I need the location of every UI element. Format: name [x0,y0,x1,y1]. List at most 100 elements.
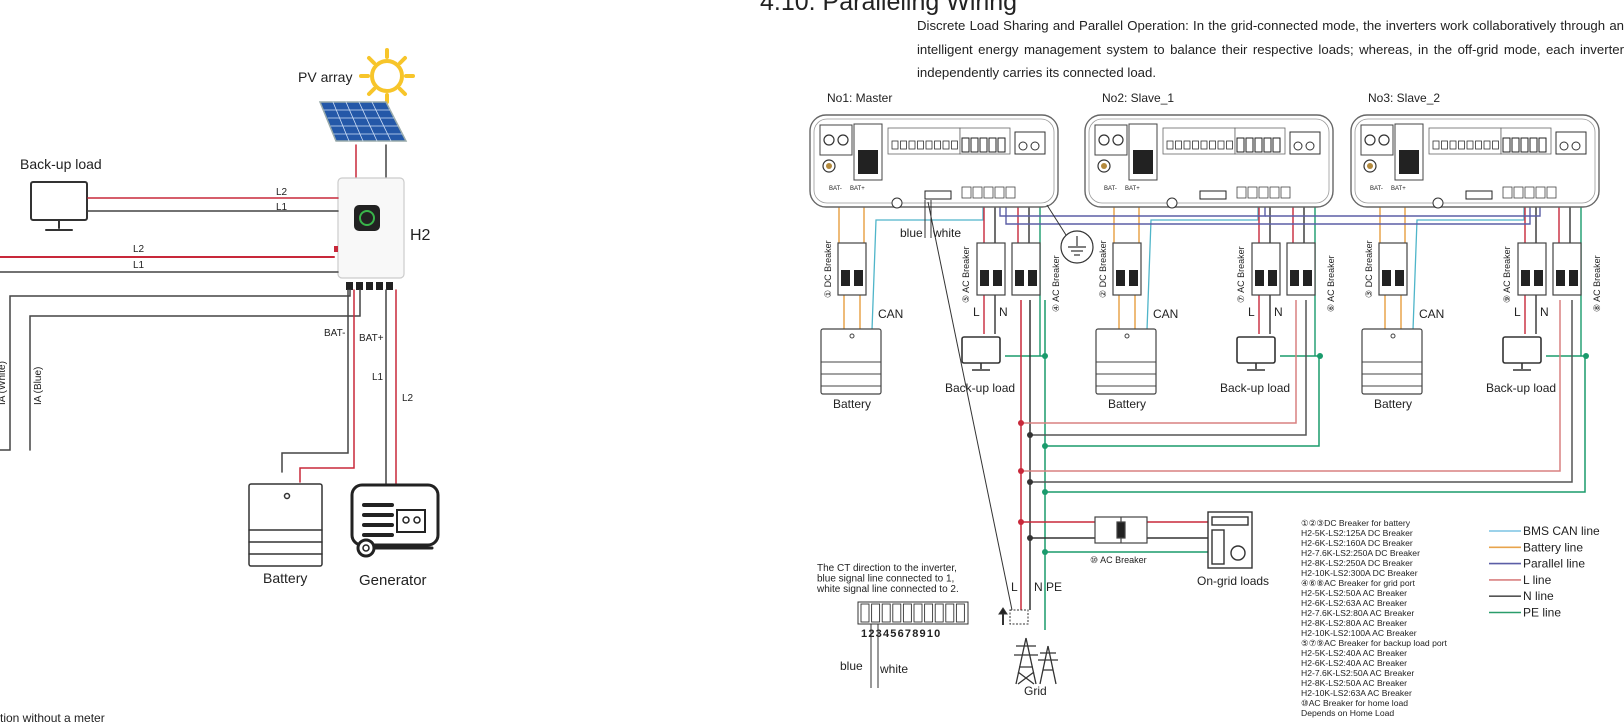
breaker-spec-line: H2-5K-LS2:40A AC Breaker [1301,648,1407,658]
solar-panel-icon [318,101,408,142]
unit-title: No2: Slave_1 [1102,91,1174,105]
backup-load-monitor-icon [30,181,88,231]
backup-load-label: Back-up load [1220,381,1290,395]
legend-label: BMS CAN line [1523,524,1600,538]
ct-clamp-icon [927,201,1029,625]
grid-ac-breaker-icon [1011,242,1041,296]
ct-cell [913,603,923,623]
breaker-spec-line: H2-6K-LS2:160A DC Breaker [1301,538,1413,548]
battery-label: Battery [1108,397,1146,411]
wire-label-l2-top: L2 [276,187,288,198]
breaker-spec-line: ①②③DC Breaker for battery [1301,518,1411,528]
breaker-spec-line: H2-7.6K-LS2:250A DC Breaker [1301,548,1420,558]
ct-cell [902,603,912,623]
breaker-spec-line: H2-8K-LS2:80A AC Breaker [1301,618,1407,628]
ct-note-line: white signal line connected to 2. [816,584,959,595]
backup-load-icon [1236,336,1276,364]
breaker-spec-line: H2-10K-LS2:63A AC Breaker [1301,688,1412,698]
ct-cell [881,603,891,623]
section-heading: 4.10. Paralleling Wiring [760,0,1018,16]
sun-icon [359,48,415,104]
backup-ac-breaker-label: ⑦ AC Breaker [1236,246,1246,303]
backup-load-icon [1502,336,1542,364]
dc-breaker-label: ② DC Breaker [1098,240,1108,298]
ct-terminal-cells: 12345678910 [860,603,965,640]
bus-label-l: L [1011,580,1018,594]
h2-inverter-label: H2 [410,227,431,244]
backup-load-icon [961,336,1001,364]
generator-label: Generator [359,572,427,589]
legend-label: Parallel line [1523,557,1585,571]
left-system-diagram: PV array [0,48,440,589]
legend-label: Battery line [1523,540,1583,554]
breaker-spec-line: ⑤⑦⑨AC Breaker for backup load port [1301,638,1447,648]
bat-minus-label: BAT- [829,186,842,192]
breaker-spec-line: H2-10K-LS2:100A AC Breaker [1301,628,1417,638]
grid-ac-breaker-label: ④ AC Breaker [1051,255,1061,312]
grid-ac-breaker-icon [1552,242,1582,296]
legend-label: PE line [1523,606,1561,620]
dc-breaker-icon [1112,242,1142,296]
wire-label-l1-gen: L1 [372,372,384,383]
wire-label-ia-blue: IA (Blue) [33,367,44,405]
breaker-spec-line: H2-6K-LS2:40A AC Breaker [1301,658,1407,668]
h2-inverter-icon [334,177,405,290]
backup-l-label: L [973,305,980,319]
wire-label-bat-minus: BAT- [324,328,345,339]
on-grid-loads-icon [1207,511,1253,569]
legend-label: N line [1523,589,1554,603]
breaker-spec-line: Depends on Home Load [1301,708,1394,718]
breaker-spec-line: H2-8K-LS2:250A DC Breaker [1301,558,1413,568]
dc-breaker-icon [837,242,867,296]
bat-minus-label: BAT- [1370,186,1383,192]
ct-cell [945,603,955,623]
backup-ac-breaker-label: ⑤ AC Breaker [961,246,971,303]
bat-plus-label: BAT+ [1125,186,1140,192]
ct-cell [934,603,944,623]
wire-label-bat-plus: BAT+ [359,333,384,344]
ct-cell [860,603,870,623]
breaker-spec-line: H2-6K-LS2:63A AC Breaker [1301,598,1407,608]
breaker-spec-line: ⑩AC Breaker for home load [1301,698,1408,708]
ct-blue-label: blue [900,226,923,240]
breaker-specs-list: ①②③DC Breaker for batteryH2-5K-LS2:125A … [1301,518,1447,718]
breaker-spec-line: H2-10K-LS2:300A DC Breaker [1301,568,1418,578]
breaker-spec-line: H2-8K-LS2:50A AC Breaker [1301,678,1407,688]
left-battery-icon [248,483,323,567]
backup-load-label: Back-up load [1486,381,1556,395]
bat-minus-label: BAT- [1104,186,1117,192]
grid-bus [1018,300,1586,630]
bat-plus-label: BAT+ [1391,186,1406,192]
breaker-spec-line: H2-7.6K-LS2:50A AC Breaker [1301,668,1414,678]
backup-load-label: Back-up load [945,381,1015,395]
can-label: CAN [1419,307,1444,321]
breaker-spec-line: H2-5K-LS2:125A DC Breaker [1301,528,1413,538]
battery-label: Battery [833,397,871,411]
pv-array-label: PV array [298,69,352,85]
ct-cell [892,603,902,623]
left-battery-label: Battery [263,570,307,586]
ct-note-line: blue signal line connected to 1, [817,574,954,585]
wire-label-l2-gen: L2 [402,393,414,404]
wire-label-l2-mid: L2 [133,244,145,255]
ct-cell [955,603,965,623]
breaker-spec-line: H2-7.6K-LS2:80A AC Breaker [1301,608,1414,618]
legend-label: L line [1523,573,1552,587]
unit-title: No1: Master [827,91,892,105]
backup-ac-breaker-label: ⑨ AC Breaker [1502,246,1512,303]
ct-cell [924,603,934,623]
section-description: Discrete Load Sharing and Parallel Opera… [917,18,1624,80]
on-grid-loads-label: On-grid loads [1197,574,1269,588]
backup-l-label: L [1514,305,1521,319]
backup-n-label: N [999,305,1008,319]
ct-note: The CT direction to the inverter,blue si… [816,563,959,595]
can-label: CAN [878,307,903,321]
backup-ac-breaker-icon [1517,242,1547,296]
unit-title: No3: Slave_2 [1368,91,1440,105]
dc-breaker-label: ① DC Breaker [823,240,833,298]
ct-terminal-numbers: 12345678910 [861,628,942,640]
